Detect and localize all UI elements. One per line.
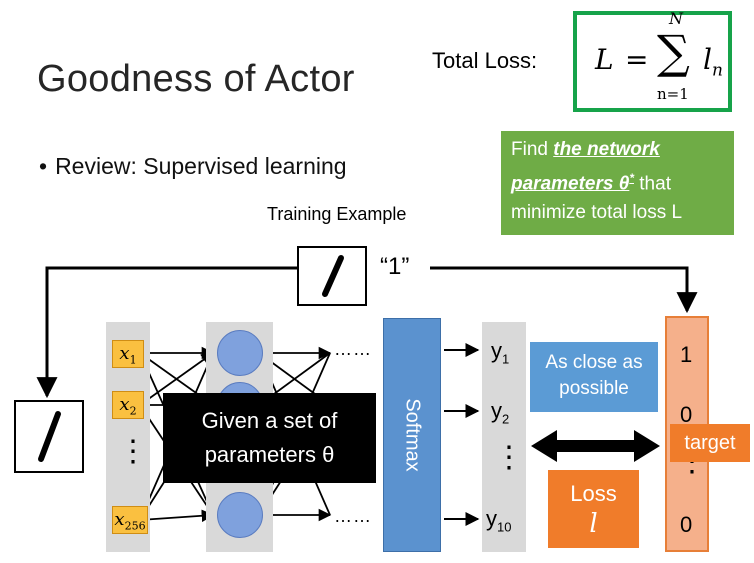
- arrow-to-target: [430, 266, 698, 314]
- hidden-continuation-dots: ……: [334, 506, 372, 526]
- neuron: [217, 492, 263, 538]
- training-label-value: “1”: [380, 253, 410, 280]
- objective-line-2: parameters θ* that: [511, 164, 724, 198]
- neuron: [217, 330, 263, 376]
- input-x1-subscript: 1: [129, 353, 137, 367]
- given-parameters-box: Given a set of parameters θ: [163, 393, 376, 483]
- network-input-image: [14, 400, 84, 473]
- total-loss-formula: L = N ∑ n=1 ln: [573, 9, 732, 112]
- input-ellipsis: ⋮: [118, 435, 148, 468]
- softmax-layer: Softmax: [383, 318, 441, 552]
- objective-box: Find the network parameters θ* that mini…: [501, 131, 734, 235]
- formula-term: ln: [703, 43, 723, 81]
- sum-symbol-icon: ∑: [657, 25, 690, 79]
- target-label: target: [670, 424, 750, 462]
- output-y1-subscript: 1: [502, 351, 510, 367]
- bullet-point: • Review: Supervised learning: [39, 153, 347, 180]
- handwritten-digit-one-icon: [38, 411, 61, 462]
- as-close-as-possible-box: As close as possible: [530, 342, 658, 412]
- output-y2: y2: [491, 398, 509, 426]
- target-value-3: 0: [680, 512, 693, 537]
- output-y10-subscript: 10: [497, 519, 512, 535]
- input-x1-letter: x: [119, 343, 130, 364]
- output-y1-letter: y: [491, 338, 502, 363]
- output-y2-letter: y: [491, 398, 502, 423]
- target-value-1: 1: [680, 342, 693, 367]
- close-box-line-1: As close as: [545, 352, 643, 373]
- formula-equals: =: [625, 43, 649, 76]
- input-x256-letter: x: [114, 509, 125, 530]
- total-loss-label: Total Loss:: [432, 48, 538, 73]
- formula-term-subscript: n: [711, 60, 723, 81]
- arrow-to-input-image: [36, 266, 297, 399]
- hidden-continuation-dots: ……: [334, 339, 372, 359]
- input-x256: x256: [112, 506, 148, 534]
- objective-emphasis-1: the network: [553, 139, 660, 160]
- objective-line-3: minimize total loss L: [511, 202, 683, 224]
- bullet-dot-icon: •: [39, 153, 48, 179]
- input-x2-subscript: 2: [129, 404, 137, 418]
- input-x256-subscript: 256: [124, 519, 146, 533]
- softmax-output-arrows: [444, 343, 480, 526]
- output-layer: y1 y2 ⋮ y10: [482, 322, 526, 552]
- bullet-text: Review: Supervised learning: [55, 153, 347, 179]
- input-layer: x1 x2 ⋮ x256: [106, 322, 150, 552]
- slide-title: Goodness of Actor: [37, 58, 355, 100]
- training-example-label: Training Example: [267, 204, 407, 224]
- output-y10: y10: [486, 506, 511, 534]
- loss-box: Loss l: [548, 470, 639, 548]
- target-value-2: 0: [680, 402, 693, 427]
- given-box-line-2: parameters θ: [204, 442, 335, 467]
- input-x2-letter: x: [119, 394, 130, 415]
- objective-suffix: that: [634, 173, 671, 195]
- loss-box-symbol: l: [589, 509, 598, 539]
- objective-emphasis-2: parameters θ: [511, 173, 630, 195]
- given-box-line-1: Given a set of: [201, 408, 338, 433]
- training-image: [297, 246, 367, 306]
- formula-sum-lower: n=1: [657, 85, 689, 103]
- softmax-label: Softmax: [401, 398, 424, 472]
- formula-lhs: L: [595, 43, 614, 76]
- objective-superscript: *: [629, 171, 634, 185]
- output-y10-letter: y: [486, 506, 497, 531]
- handwritten-digit-one-icon: [322, 255, 344, 297]
- objective-line-1: Find the network: [511, 135, 724, 164]
- close-box-line-2: possible: [559, 378, 629, 399]
- output-ellipsis: ⋮: [494, 441, 524, 474]
- output-y2-subscript: 2: [502, 411, 510, 427]
- input-x1: x1: [112, 340, 144, 368]
- input-x2: x2: [112, 391, 144, 419]
- output-y1: y1: [491, 338, 509, 366]
- double-arrow-icon: [531, 430, 660, 462]
- loss-box-label: Loss: [570, 481, 617, 506]
- formula-term-letter: l: [703, 43, 712, 76]
- formula-sum-upper: N: [669, 9, 683, 28]
- objective-prefix: Find: [511, 139, 554, 160]
